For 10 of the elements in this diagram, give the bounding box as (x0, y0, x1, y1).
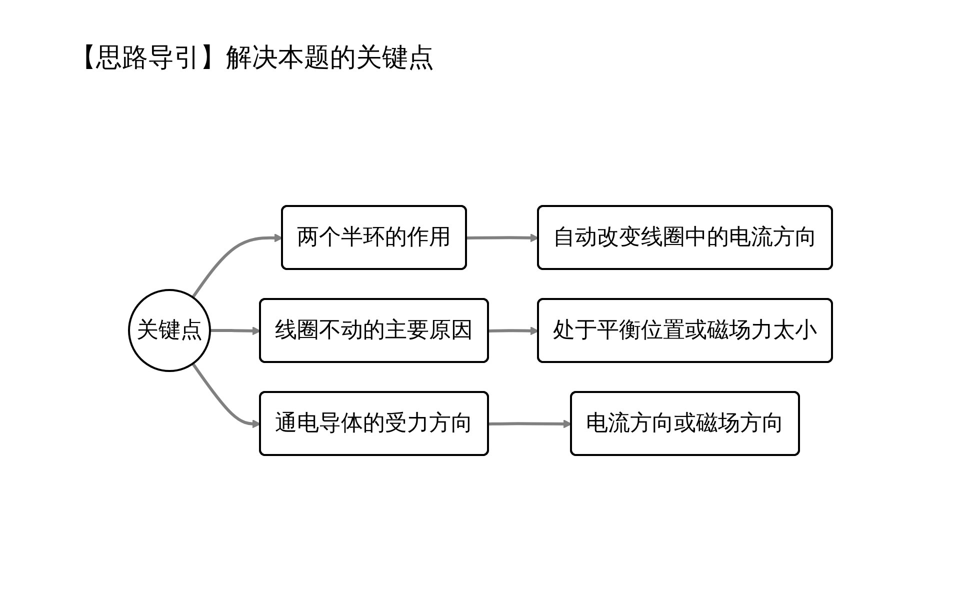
arrow (191, 233, 282, 298)
node-text: 自动改变线圈中的电流方向 (552, 224, 816, 250)
arrow (488, 419, 572, 428)
title: 【思路导引】解决本题的关键点 (70, 42, 434, 75)
arrow (488, 326, 538, 335)
node-text: 处于平衡位置或磁场力太小 (552, 318, 816, 342)
arrow (191, 362, 260, 428)
node-circle: 关键点 (128, 288, 210, 372)
arrow (466, 232, 538, 242)
arrow (210, 326, 260, 335)
